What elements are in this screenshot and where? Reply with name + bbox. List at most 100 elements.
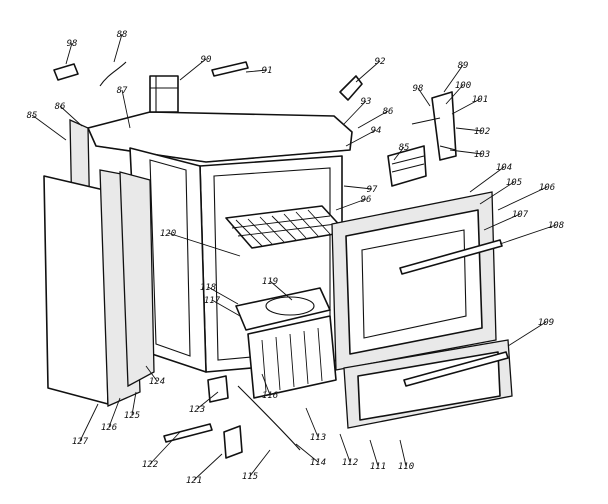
top-panel (87, 111, 353, 163)
part-callout-90: 90 (201, 55, 212, 65)
door-handle (399, 239, 503, 275)
part-callout-97: 97 (367, 185, 378, 195)
side-insulation-inner (119, 171, 155, 388)
leader-line (499, 224, 557, 245)
leader-line (65, 42, 73, 65)
leader-line (261, 373, 271, 396)
leader-line (149, 431, 181, 465)
leader-line (417, 87, 431, 107)
side-panels (43, 169, 155, 407)
part-callout-104: 104 (496, 163, 512, 173)
leader-line (369, 439, 379, 467)
leader-line (355, 60, 381, 83)
part-callout-96: 96 (361, 195, 372, 205)
part-callout-114: 114 (310, 458, 326, 468)
part-callout-85: 85 (27, 111, 38, 121)
leader-line (245, 69, 268, 73)
leader-line (269, 280, 293, 301)
part-callout-89: 89 (458, 61, 469, 71)
part-callout-109: 109 (538, 318, 554, 328)
leader-line (449, 149, 483, 155)
part-callout-88: 88 (117, 30, 128, 40)
part-callout-110: 110 (398, 462, 414, 472)
part-callout-93: 93 (361, 97, 372, 107)
part-callout-105: 105 (506, 178, 522, 188)
part-callout-108: 108 (548, 221, 564, 231)
leader-line (339, 433, 351, 463)
hinge (431, 91, 457, 161)
leader-line (249, 449, 271, 477)
part-callout-98: 98 (413, 84, 424, 94)
part-callout-103: 103 (474, 150, 490, 160)
part-callout-126: 126 (101, 423, 117, 433)
part-callout-124: 124 (149, 377, 165, 387)
leader-line (357, 110, 389, 129)
part-callout-98: 98 (67, 39, 78, 49)
leader-line (497, 186, 548, 211)
part-callout-123: 123 (189, 405, 205, 415)
part-callout-86: 86 (55, 102, 66, 112)
leader-lines (31, 33, 557, 481)
leader-line (483, 213, 521, 231)
outer-side-panel (43, 175, 109, 405)
leader-line (167, 232, 241, 257)
part-callout-117: 117 (204, 296, 221, 306)
part-callout-101: 101 (472, 95, 488, 105)
storage-drawer (343, 339, 513, 429)
part-callout-111: 111 (370, 462, 386, 472)
leader-line (145, 365, 158, 382)
part-callout-91: 91 (262, 66, 273, 76)
leader-line (335, 198, 367, 211)
leader-line (469, 166, 505, 193)
part-callout-121: 121 (186, 476, 202, 486)
leader-line (343, 185, 373, 190)
part-callout-118: 118 (200, 283, 216, 293)
leader-line (479, 181, 515, 205)
part-callout-106: 106 (539, 183, 555, 193)
leader-line (31, 114, 67, 141)
leader-line (507, 321, 547, 347)
leader-line (455, 127, 483, 132)
leader-line (211, 299, 241, 317)
part-callout-102: 102 (474, 127, 490, 137)
leader-line (131, 391, 137, 416)
leader-line (113, 33, 123, 63)
leader-line (295, 443, 319, 463)
leader-line (207, 286, 239, 305)
part-callout-122: 122 (142, 460, 158, 470)
leader-line (305, 407, 319, 438)
part-callout-127: 127 (72, 437, 89, 447)
broiler-assembly (235, 287, 337, 399)
part-callout-94: 94 (371, 126, 382, 136)
leader-line (343, 100, 367, 125)
part-callout-119: 119 (262, 277, 278, 287)
part-callout-100: 100 (455, 81, 471, 91)
leader-line (196, 391, 219, 410)
part-callout-112: 112 (342, 458, 358, 468)
part-callout-92: 92 (375, 57, 386, 67)
part-callout-85: 85 (399, 143, 410, 153)
part-callout-107: 107 (512, 210, 529, 220)
leader-line (108, 397, 121, 428)
leader-line (59, 105, 83, 127)
part-callout-116: 116 (262, 391, 278, 401)
leader-line (443, 64, 464, 93)
part-callout-120: 120 (160, 229, 176, 239)
leader-line (399, 439, 407, 467)
leader-line (79, 403, 99, 442)
leader-line (393, 146, 405, 161)
part-callout-125: 125 (124, 411, 140, 421)
flue-duct (149, 75, 179, 113)
leader-line (451, 98, 481, 115)
part-callout-86: 86 (383, 107, 394, 117)
drawer-handle (403, 351, 509, 387)
part-callout-87: 87 (117, 86, 128, 96)
leader-line (445, 84, 464, 105)
leader-line (179, 58, 207, 81)
leader-line (345, 129, 377, 147)
leader-line (121, 89, 131, 129)
oven-door (331, 191, 503, 371)
part-callout-113: 113 (310, 433, 326, 443)
part-callout-115: 115 (242, 472, 258, 482)
